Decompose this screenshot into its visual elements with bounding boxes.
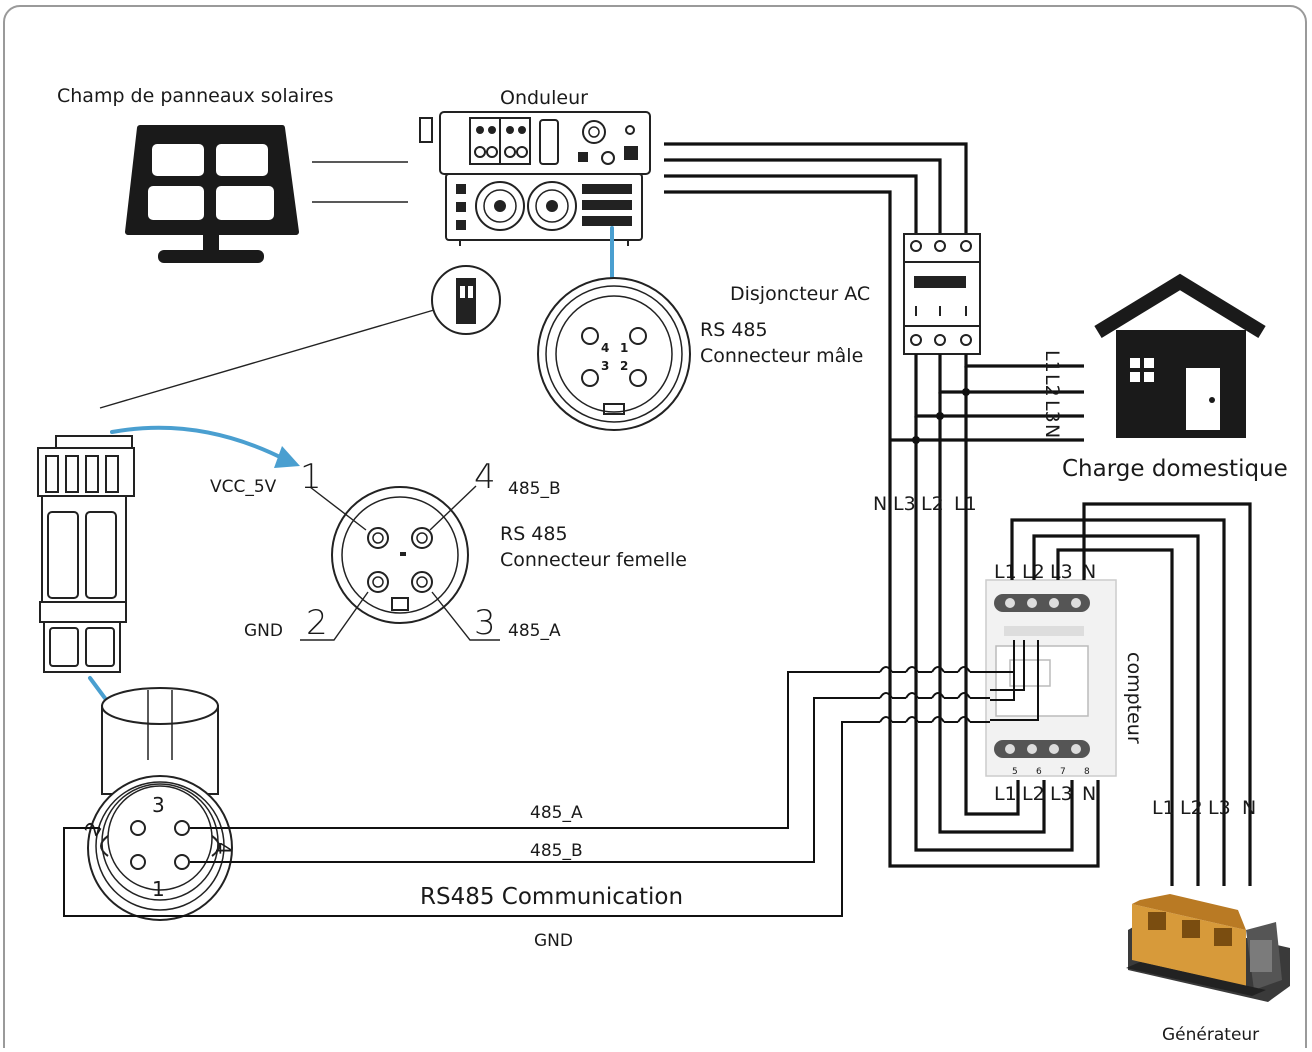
solar-array-label: Champ de panneaux solaires	[57, 85, 334, 107]
ac-breaker-label: Disjoncteur AC	[730, 283, 870, 305]
generator-label: Générateur	[1162, 1025, 1259, 1045]
male-pin-3: 3	[601, 359, 609, 373]
meter-terminal-6: 6	[1036, 767, 1042, 777]
ac-breaker-icon	[903, 233, 981, 355]
bus-label-l1: L1	[954, 493, 977, 515]
house-line-n: N	[1041, 424, 1063, 438]
inverter-icon	[419, 111, 651, 246]
female-pin-4-label: 485_B	[508, 479, 561, 499]
female-pin-1-label: VCC_5V	[210, 477, 277, 497]
meter-terminal-7: 7	[1060, 767, 1066, 777]
generator-icon	[1126, 894, 1290, 1002]
male-connector-label-1: RS 485	[700, 319, 768, 341]
meter-terminal-5: 5	[1012, 767, 1018, 777]
gen-line-n: N	[1242, 797, 1256, 819]
rs485-wires	[63, 640, 1015, 917]
meter-bottom-l1: L1	[994, 783, 1017, 805]
bus-label-l2: L2	[921, 493, 944, 515]
plug-pin-4: 4	[211, 842, 235, 855]
gnd-wire-label: GND	[534, 931, 573, 951]
house-line-l2: L2	[1041, 374, 1063, 397]
bus-label-n: N	[873, 493, 887, 515]
meter-top-l3: L3	[1050, 561, 1073, 583]
female-pin-3-label: 485_A	[508, 621, 561, 641]
house-icon	[1094, 273, 1266, 438]
gen-line-l3: L3	[1208, 797, 1231, 819]
rs485-plug-icon	[37, 435, 135, 673]
plug-pin-1: 1	[152, 877, 165, 901]
meter-label: compteur	[1123, 652, 1145, 744]
bus-wires	[888, 366, 1100, 868]
male-connector-icon	[537, 277, 691, 431]
meter-bottom-l3: L3	[1050, 783, 1073, 805]
wire-485b-label: 485_B	[530, 841, 583, 861]
gen-line-l2: L2	[1180, 797, 1203, 819]
female-pin-4-num: 4	[474, 457, 496, 497]
meter-icon	[985, 579, 1117, 777]
plug-pin-3: 3	[152, 793, 165, 817]
diagram-frame	[3, 5, 1307, 1052]
female-pin-2-label: GND	[244, 621, 283, 641]
gen-line-l1: L1	[1152, 797, 1175, 819]
meter-terminal-8: 8	[1084, 767, 1090, 777]
wire-485a-label: 485_A	[530, 803, 583, 823]
bus-label-l3: L3	[893, 493, 916, 515]
male-pin-2: 2	[620, 359, 628, 373]
male-connector-label-2: Connecteur mâle	[700, 345, 863, 367]
house-line-l3: L3	[1041, 400, 1063, 423]
rs485-comm-label: RS485 Communication	[420, 884, 683, 910]
female-pin-1-num: 1	[300, 457, 322, 497]
meter-bottom-n: N	[1082, 783, 1096, 805]
female-connector-icon	[331, 486, 469, 624]
male-pin-4: 4	[601, 341, 609, 355]
female-pin-3-num: 3	[474, 603, 496, 643]
generator-wires	[990, 502, 1252, 886]
inverter-ac-cables	[664, 142, 968, 440]
connector-detail-bubble	[431, 265, 501, 335]
meter-bottom-l2: L2	[1022, 783, 1045, 805]
female-connector-label-1: RS 485	[500, 523, 568, 545]
male-pin-1: 1	[620, 341, 628, 355]
female-pin-2-num: 2	[306, 603, 328, 643]
house-line-l1: L1	[1041, 350, 1063, 373]
house-load-label: Charge domestique	[1062, 456, 1288, 482]
female-connector-label-2: Connecteur femelle	[500, 549, 687, 571]
rs485-plug-front-icon	[87, 687, 233, 921]
solar-panel-icon	[125, 125, 299, 263]
inverter-label: Onduleur	[500, 87, 588, 109]
